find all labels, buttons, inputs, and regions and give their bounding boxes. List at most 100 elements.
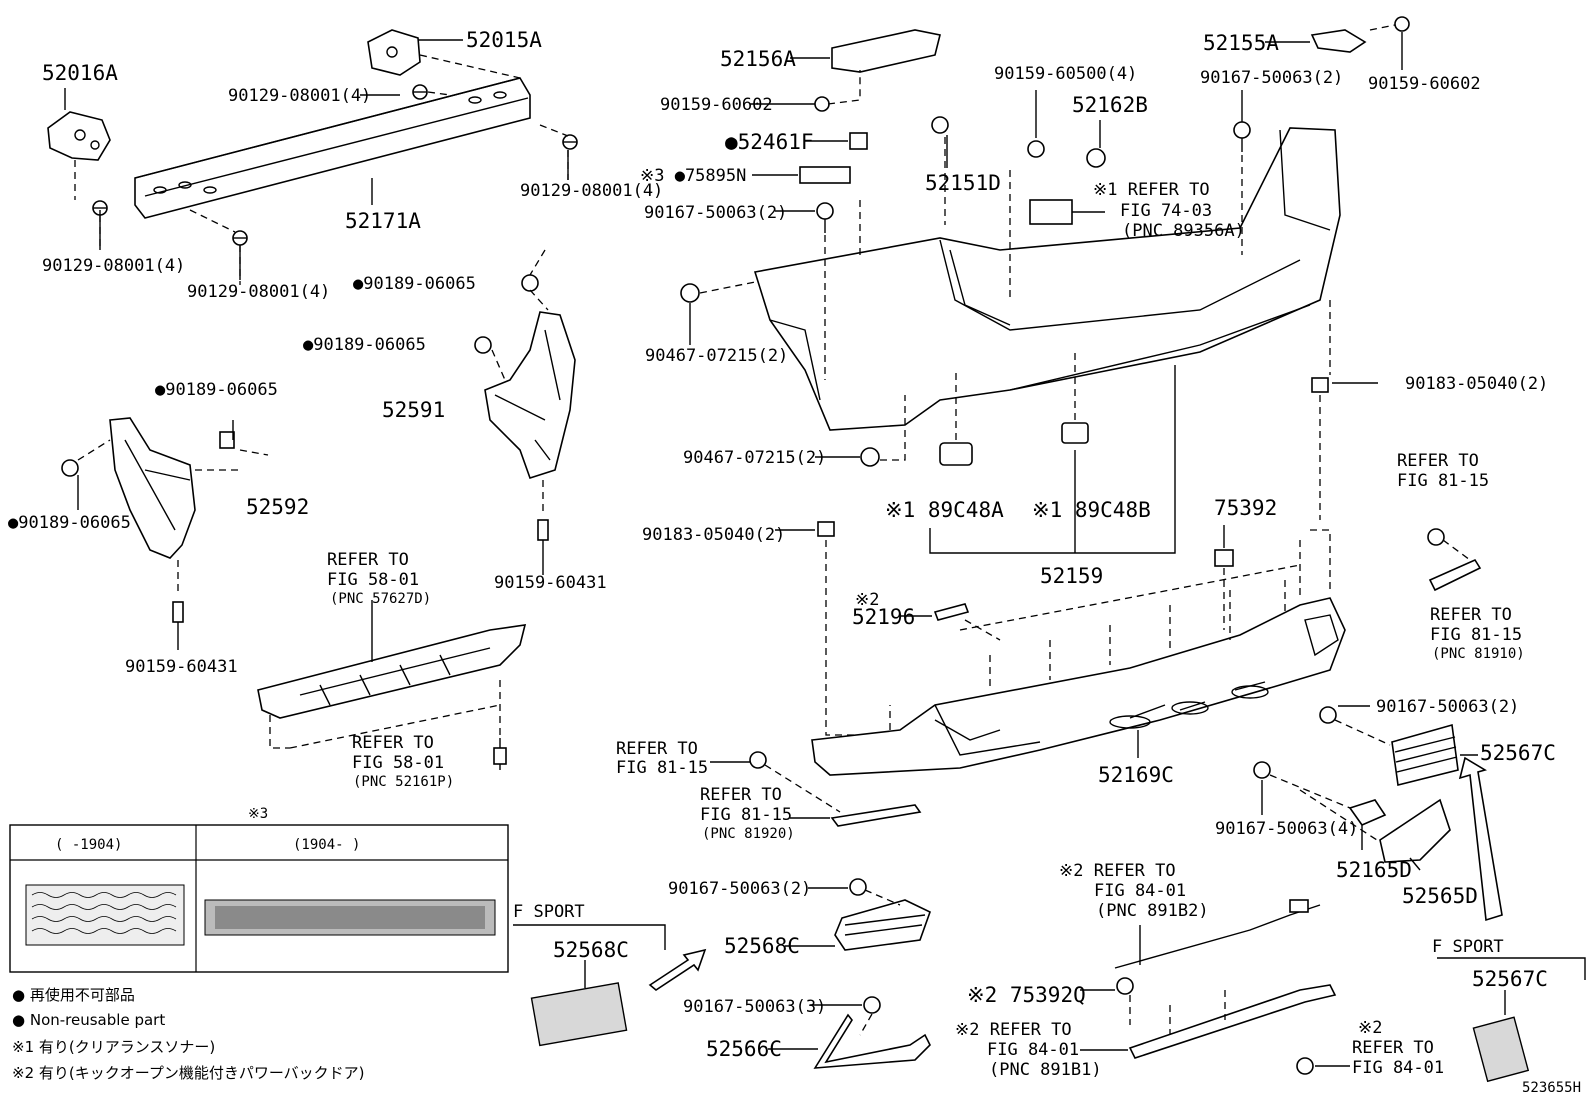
bolt-icon (412, 84, 428, 100)
arrow-icon (1458, 756, 1503, 922)
legend-line: ● 再使用不可部品 (12, 986, 135, 1004)
cap-icon (1086, 148, 1106, 168)
screw-icon (1319, 706, 1337, 724)
clip-icon (817, 521, 835, 537)
label: 52156A (720, 47, 796, 71)
label: REFER TO (1397, 451, 1479, 471)
clip-icon (493, 747, 507, 765)
screw-icon (814, 96, 830, 112)
bracket-52591 (484, 311, 576, 479)
tape-75895N (799, 166, 851, 184)
table-note: ※3 (248, 806, 268, 822)
label-layer: 52016A 52015A 90129-08001(4) 90129-08001… (8, 28, 1581, 1096)
variant-table (9, 824, 509, 973)
label: 90167-50063(2) (668, 879, 811, 899)
rivet-icon (860, 447, 880, 467)
arrow-icon (648, 948, 707, 991)
label: ※1 89C48B (1032, 498, 1151, 522)
screw-icon (749, 751, 767, 769)
bracket-52015A (367, 29, 421, 76)
label: (PNC 52161P) (353, 774, 454, 790)
legend-line: ● Non-reusable part (12, 1011, 165, 1029)
fsport-grille-52567C (1472, 1016, 1530, 1083)
label: 52169C (1098, 763, 1174, 787)
screw-icon (863, 996, 881, 1014)
bolt-icon (562, 134, 578, 150)
label: 90159-60602 (660, 95, 773, 115)
label: 52162B (1072, 93, 1148, 117)
label: 90167-50063(4) (1215, 819, 1358, 839)
bracket-52592 (109, 417, 196, 559)
label: 52196 (852, 605, 915, 629)
label: (PNC 81910) (1432, 646, 1525, 662)
label: ※2 REFER TO (955, 1020, 1072, 1040)
label: 52016A (42, 61, 118, 85)
label: REFER TO (616, 739, 698, 759)
label: FIG 84-01 (987, 1040, 1079, 1060)
sonar-retainer-89C48A (939, 442, 973, 466)
label: ※3 ●75895N (640, 166, 746, 186)
label: ●52461F (725, 130, 814, 154)
label: 90159-60500(4) (994, 64, 1137, 84)
label: 52155A (1203, 31, 1279, 55)
bumper-cover-group (680, 16, 1410, 736)
label: 52566C (706, 1037, 782, 1061)
lower-cover-52169C (811, 597, 1346, 776)
legend-line: ※2 有り(キックオープン機能付きパワーバックドア) (12, 1064, 365, 1082)
label: FIG 58-01 (352, 753, 444, 773)
sensor-891B1 (1128, 984, 1337, 1059)
label: 52568C (724, 934, 800, 958)
clip-75392 (1214, 549, 1234, 567)
label: (PNC 81920) (702, 826, 795, 842)
table-col-2: (1904- ) (293, 837, 360, 853)
garnish-52565D (1379, 798, 1451, 863)
label: ●90189-06065 (303, 335, 426, 355)
label: 52565D (1402, 884, 1478, 908)
label: ※2 75392Q (967, 983, 1086, 1007)
screw-icon (849, 878, 867, 896)
label: ●90189-06065 (155, 380, 278, 400)
label: 90159-60431 (125, 657, 238, 677)
pad-52461F (849, 132, 868, 150)
diagram-id: 523655H (1522, 1080, 1581, 1096)
label: 90159-60602 (1368, 74, 1481, 94)
plate-52196 (933, 603, 970, 621)
clip-icon (521, 274, 539, 292)
garnish-52566C (813, 1013, 931, 1069)
label: 52567C (1480, 741, 1556, 765)
label: 90167-50063(2) (1200, 68, 1343, 88)
label: REFER TO (1430, 605, 1512, 625)
clip-icon (61, 459, 79, 477)
bottom-group (530, 878, 1530, 1083)
label: FIG 84-01 (1352, 1058, 1444, 1078)
retainer-52155A (1310, 29, 1367, 53)
fsport-grille-52568C (530, 982, 628, 1047)
label: 90129-08001(4) (42, 256, 185, 276)
label: 90129-08001(4) (520, 181, 663, 201)
label: 90167-50063(2) (1376, 697, 1519, 717)
label: 52159 (1040, 564, 1103, 588)
label: ※2 REFER TO (1059, 861, 1176, 881)
legend-line: ※1 有り(クリアランスソナー) (12, 1038, 215, 1056)
label: F SPORT (513, 902, 585, 922)
label: ※1 REFER TO (1093, 180, 1210, 200)
bracket-52016A (47, 111, 111, 161)
label: 75392 (1214, 496, 1277, 520)
label: 90129-08001(4) (187, 282, 330, 302)
label: (PNC 57627D) (330, 591, 431, 607)
clip-icon (931, 116, 949, 134)
undercover-57627D (257, 624, 527, 719)
label: 52568C (553, 938, 629, 962)
mesh-old (25, 884, 185, 946)
screw-icon (1296, 1057, 1314, 1075)
label: ●90189-06065 (353, 274, 476, 294)
label: 90183-05040(2) (642, 525, 785, 545)
retainer-52156A (831, 29, 941, 73)
label: FIG 81-15 (616, 758, 708, 778)
bracket-52165D (1348, 799, 1387, 826)
label: REFER TO (700, 785, 782, 805)
label: REFER TO (352, 733, 434, 753)
clip-icon (219, 431, 235, 449)
label: (PNC 89356A) (1122, 221, 1245, 241)
